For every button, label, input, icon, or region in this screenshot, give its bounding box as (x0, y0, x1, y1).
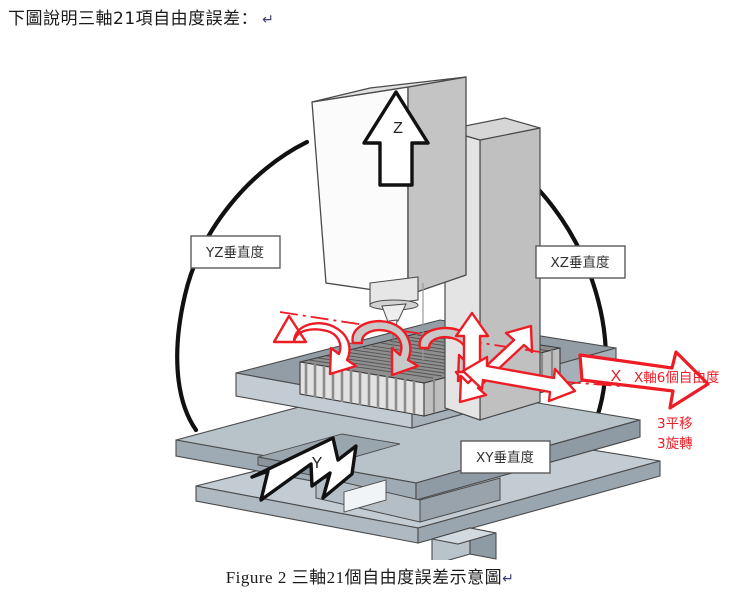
y-axis-label: Y (312, 455, 323, 472)
intro-text: 下圖說明三軸21項自由度誤差： (8, 9, 259, 29)
callout-xz-label: XZ垂直度 (551, 255, 610, 271)
z-axis-arrow-group: Z (362, 90, 430, 187)
callout-xz-box (535, 245, 626, 279)
figure-caption: Figure 2 三軸21個自由度誤差示意圖↵ (0, 563, 740, 588)
red-annotation-group: X軸6個自由度 3平移 3旋轉 (634, 370, 719, 452)
translation-arrows-group (454, 311, 577, 404)
intro-pilcrow: ↵ (262, 13, 275, 28)
x-axis-arrow (578, 350, 710, 410)
rotation-arrow-1 (272, 314, 358, 376)
callout-yz-label: YZ垂直度 (205, 245, 264, 261)
callout-xy-box (460, 440, 551, 474)
rotation-arrow-2 (351, 320, 420, 377)
callout-xy[interactable]: XY垂直度 (460, 440, 551, 474)
z-axis-label: Z (393, 120, 403, 137)
x-dof-label: X軸6個自由度 (634, 370, 719, 386)
callout-yz-box (190, 235, 281, 269)
z-axis-arrow (362, 90, 430, 187)
intro-paragraph: 下圖說明三軸21項自由度誤差：↵ (8, 4, 274, 29)
machine-tool-diagram: X Z Y YZ垂直度 XZ垂直度 XY垂直度 X軸6個自由度 3平移 (175, 76, 719, 560)
x-axis-arrow-group: X (578, 350, 710, 410)
caption-pilcrow: ↵ (502, 572, 515, 587)
callout-xy-label: XY垂直度 (476, 450, 534, 466)
callout-yz[interactable]: YZ垂直度 (190, 235, 281, 269)
figure-caption-text: Figure 2 三軸21個自由度誤差示意圖 (225, 568, 503, 587)
yz-squareness-arc (175, 139, 310, 433)
x-axis-label: X (611, 368, 622, 385)
y-axis-arrow (250, 436, 358, 502)
translation-count-label: 3平移 (657, 416, 693, 432)
y-axis-arrow-group: Y (250, 436, 358, 502)
callout-xz[interactable]: XZ垂直度 (535, 245, 626, 279)
rotation-count-label: 3旋轉 (657, 436, 693, 452)
spindle-tool (369, 276, 424, 364)
translation-arrow-horizontal (461, 355, 577, 403)
machine-structure (175, 76, 661, 560)
axis-centerline-upper (279, 311, 541, 353)
